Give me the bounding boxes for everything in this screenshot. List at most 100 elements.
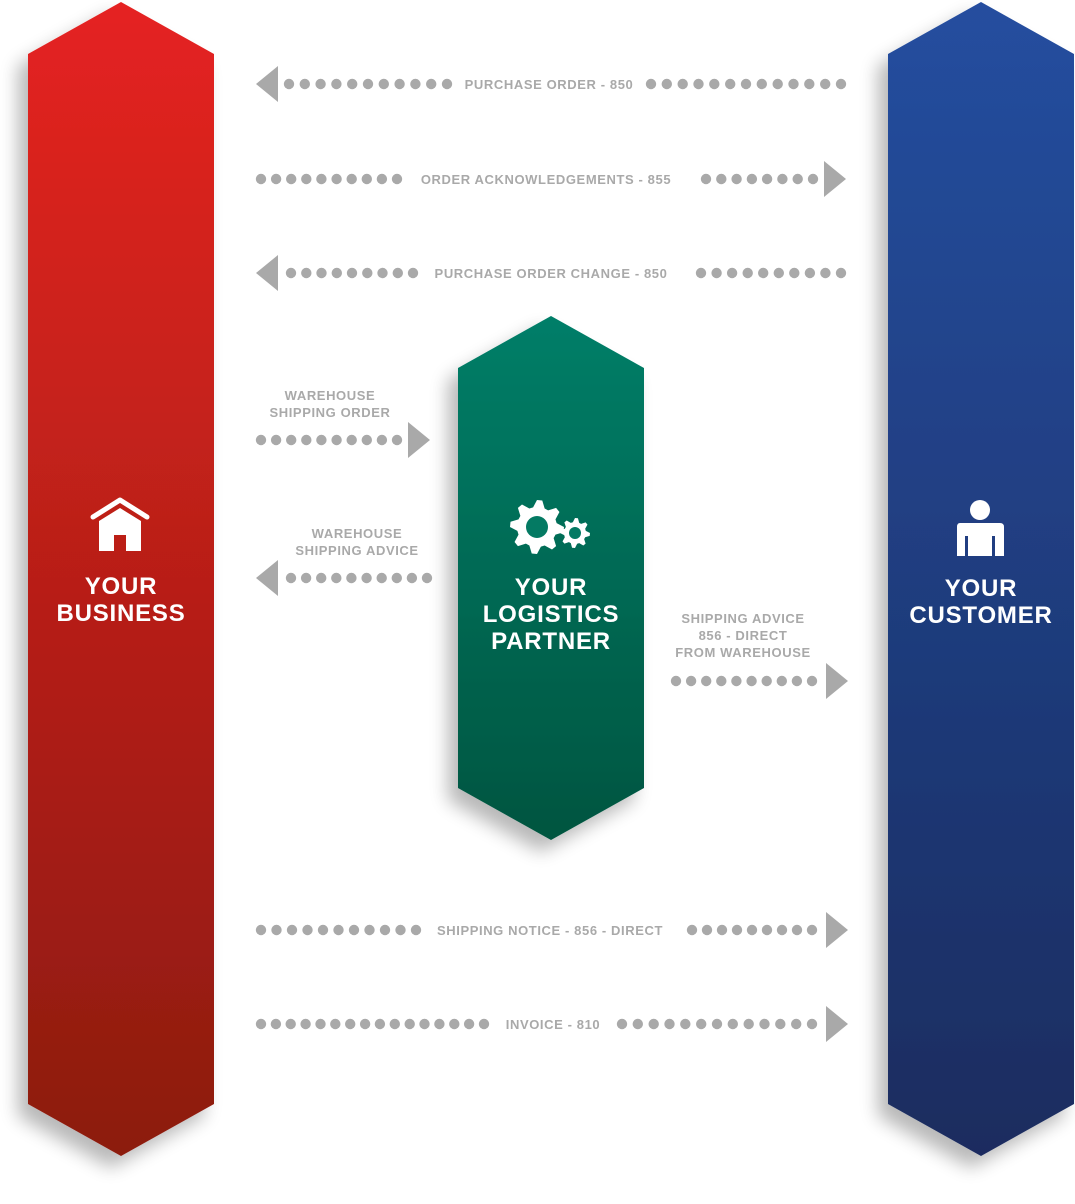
po-change-label: PURCHASE ORDER CHANGE - 850 [435, 266, 668, 281]
dot [316, 434, 327, 446]
dot [255, 434, 267, 446]
dot [376, 572, 387, 584]
dot [301, 173, 312, 185]
dot [362, 267, 373, 279]
dotted-line [255, 434, 403, 446]
dot [348, 924, 360, 936]
logistics-title-line2: LOGISTICS [483, 601, 620, 628]
customer-title-line2: CUSTOMER [909, 602, 1052, 629]
dot [746, 675, 757, 687]
shipping-advice-label-line1: SHIPPING ADVICE [681, 611, 804, 626]
dot [374, 1018, 386, 1030]
dot [285, 1018, 296, 1030]
dot [255, 173, 267, 185]
dot [389, 1018, 400, 1030]
dotted-line-right-segment [686, 924, 818, 936]
pillar-your-logistics-partner: YOUR LOGISTICS PARTNER [458, 316, 644, 840]
dot [789, 267, 800, 279]
dot [776, 924, 788, 936]
dot [283, 78, 295, 90]
dot [743, 1018, 754, 1030]
dot [391, 572, 402, 584]
dot [331, 78, 342, 90]
dot [271, 924, 282, 936]
customer-title-line1: YOUR [945, 575, 1018, 602]
dotted-line-right-segment [616, 1018, 818, 1030]
arrowhead-left [256, 66, 278, 102]
dot [286, 434, 297, 446]
dot [410, 78, 421, 90]
logistics-title-line1: YOUR [515, 574, 588, 601]
dotted-line-right-segment [695, 267, 847, 279]
dot [333, 924, 344, 936]
dot [346, 572, 357, 584]
gears-icon [510, 500, 590, 554]
dot [759, 1018, 770, 1030]
warehouse-order-label-line1: WAREHOUSE [285, 388, 376, 403]
dot [346, 434, 357, 446]
dot [270, 173, 282, 185]
dot [711, 1018, 723, 1030]
dot [758, 267, 769, 279]
dot [391, 434, 403, 446]
dot [806, 1018, 818, 1030]
dot [726, 267, 738, 279]
dot [316, 173, 327, 185]
dot [315, 1018, 326, 1030]
dot [302, 924, 313, 936]
logistics-title-line3: PARTNER [491, 628, 611, 655]
dot [361, 173, 372, 185]
dot [791, 675, 803, 687]
dot [378, 78, 389, 90]
warehouse-advice-label-line2: SHIPPING ADVICE [295, 543, 418, 558]
gear-small-icon [560, 518, 590, 548]
pillar-your-customer: YOUR CUSTOMER [888, 2, 1074, 1156]
dot [449, 1018, 460, 1030]
invoice-label: INVOICE - 810 [506, 1017, 601, 1032]
dot [285, 267, 297, 279]
dot [701, 924, 713, 936]
business-title-line2: BUSINESS [56, 600, 185, 627]
dot [792, 173, 803, 185]
dot [391, 173, 403, 185]
dot [255, 924, 267, 936]
dot [716, 173, 727, 185]
dot [727, 1018, 738, 1030]
dot [804, 78, 815, 90]
dot [404, 1018, 415, 1030]
dot [346, 267, 358, 279]
dot [791, 1018, 802, 1030]
arrowhead-left [256, 560, 278, 596]
dot [300, 572, 312, 584]
dot [693, 78, 704, 90]
dot [740, 78, 752, 90]
dot [777, 173, 788, 185]
dot [361, 434, 372, 446]
shipping-notice-label: SHIPPING NOTICE - 856 - DIRECT [437, 923, 663, 938]
dot [711, 267, 722, 279]
dot [270, 1018, 282, 1030]
dot [359, 1018, 371, 1030]
dot [788, 78, 799, 90]
dot [731, 924, 743, 936]
dot [299, 78, 310, 90]
house-icon [90, 497, 150, 551]
dot [746, 173, 758, 185]
dot [746, 924, 758, 936]
dot [376, 173, 388, 185]
dot [670, 675, 682, 687]
dot [331, 572, 342, 584]
dot [377, 267, 388, 279]
arrowhead-right [408, 422, 430, 458]
dot [463, 1018, 475, 1030]
flow-shipping-advice-856-direct: SHIPPING ADVICE 856 - DIRECT FROM WAREHO… [670, 611, 848, 699]
dot [478, 1018, 490, 1030]
dot [392, 267, 403, 279]
dot [804, 267, 816, 279]
flow-warehouse-shipping-advice: WAREHOUSE SHIPPING ADVICE [256, 526, 433, 596]
gear-large-icon [510, 500, 564, 554]
purchase-order-label: PURCHASE ORDER - 850 [465, 77, 634, 92]
dot [820, 267, 831, 279]
dotted-line [285, 572, 433, 584]
